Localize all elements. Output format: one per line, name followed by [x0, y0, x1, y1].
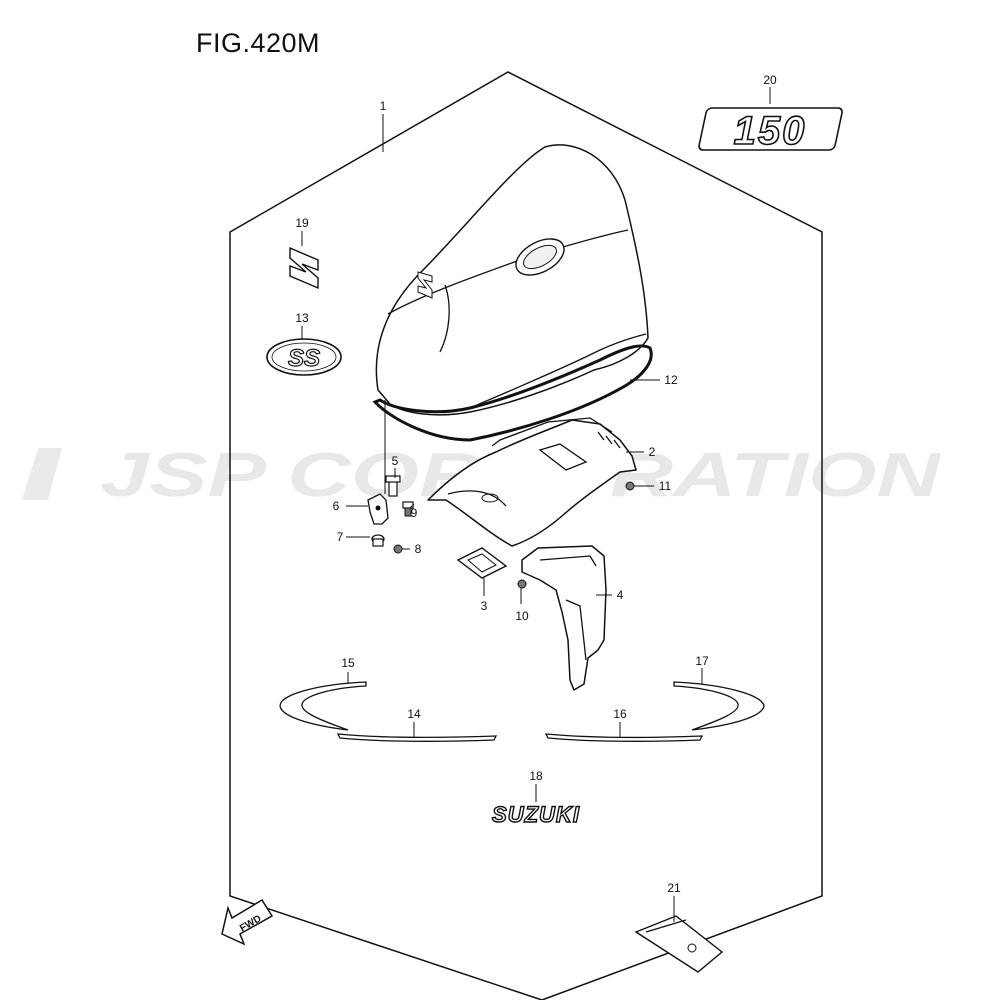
- screw-11: [625, 481, 635, 491]
- callout-8: 8: [415, 542, 422, 556]
- callout-19: 19: [295, 216, 309, 230]
- emblem-150-text: 150: [734, 109, 807, 153]
- s-logo-emblem: [289, 246, 319, 290]
- callout-14: 14: [407, 707, 421, 721]
- callouts: 1 2 3 4 5 6 7 8 9 10 11 12 13 14 15 16 1…: [295, 73, 777, 895]
- screw-10: [517, 579, 527, 589]
- fwd-arrow-icon: FWD: [221, 898, 274, 946]
- stripe-14: [336, 733, 498, 742]
- callout-6: 6: [333, 499, 340, 513]
- callout-15: 15: [341, 656, 355, 670]
- callout-4: 4: [617, 588, 624, 602]
- watermark-logo-icon: [22, 448, 96, 500]
- leader-lines: [301, 87, 771, 922]
- ss-badge-text: SS: [288, 345, 320, 372]
- callout-20: 20: [763, 73, 777, 87]
- callout-21: 21: [667, 881, 681, 895]
- lower-cover: [427, 417, 637, 547]
- emblem-150: 150: [698, 107, 843, 154]
- stripe-17: [673, 681, 765, 731]
- callout-7: 7: [337, 530, 344, 544]
- seal-pad: [456, 547, 508, 579]
- grommet-7: [371, 534, 385, 547]
- seal-ring: [372, 344, 653, 442]
- bracket: [521, 545, 607, 691]
- callout-16: 16: [613, 707, 627, 721]
- screw-8: [393, 544, 403, 554]
- callout-11: 11: [659, 479, 672, 493]
- suzuki-emblem-text: SUZUKI: [492, 802, 580, 827]
- callout-10: 10: [515, 609, 529, 623]
- callout-2: 2: [649, 445, 656, 459]
- stripe-15: [279, 681, 367, 731]
- bolt-5: [385, 475, 401, 497]
- suzuki-emblem: SUZUKI: [491, 801, 580, 827]
- callout-12: 12: [664, 373, 678, 387]
- callout-17: 17: [695, 654, 709, 668]
- callout-5: 5: [392, 454, 399, 468]
- callout-18: 18: [529, 769, 543, 783]
- callout-1: 1: [380, 99, 387, 113]
- parts-outline: [229, 71, 823, 1000]
- engine-cover: [375, 144, 649, 416]
- decal-stripes: [279, 681, 765, 742]
- callout-13: 13: [295, 311, 309, 325]
- callout-3: 3: [481, 599, 488, 613]
- label-21: [634, 915, 724, 973]
- stripe-16: [544, 733, 704, 742]
- callout-9: 9: [411, 506, 418, 520]
- hardware: [367, 475, 635, 589]
- figure-title: FIG.420M: [196, 28, 321, 58]
- latch-6: [367, 493, 389, 525]
- ss-badge: SS: [266, 338, 342, 376]
